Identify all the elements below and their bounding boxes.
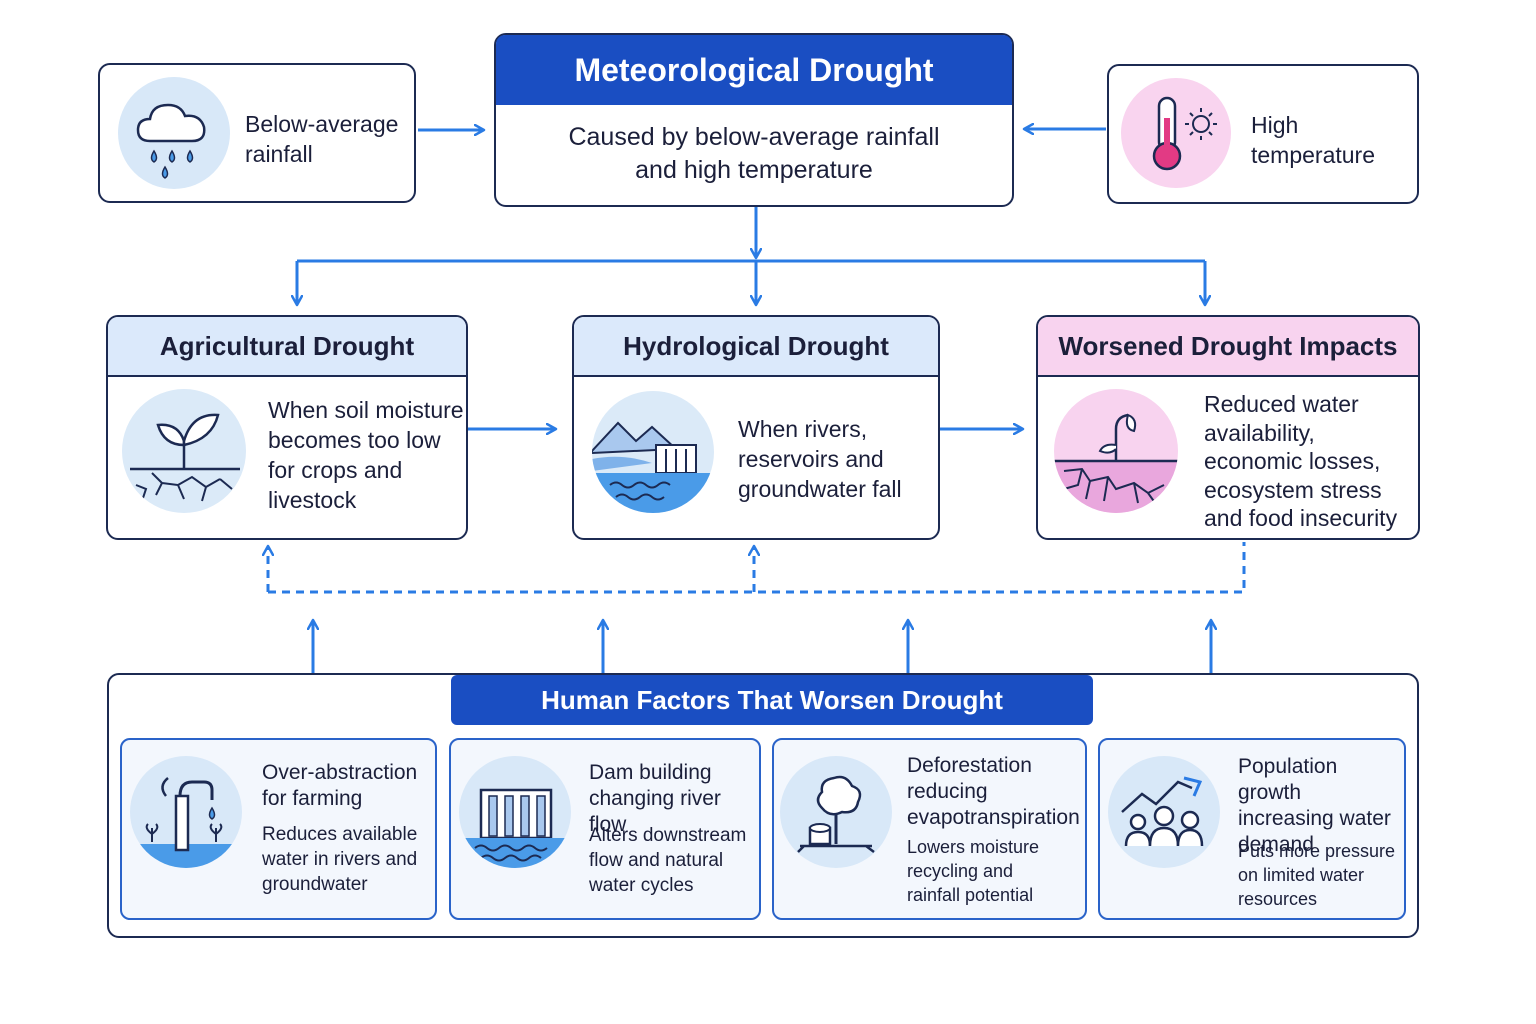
factor4-title-line3: demand (1238, 833, 1314, 856)
human-factors-title: Human Factors That Worsen Drought (451, 675, 1093, 725)
impacts-desc-line1: Reduced water (1204, 391, 1359, 417)
factor-card-population-growth: Population growth increasing water deman… (1098, 738, 1406, 920)
water-pump-icon (130, 756, 242, 868)
factor1-desc-line1: Reduces available (262, 824, 418, 845)
hydrological-drought-title: Hydrological Drought (574, 317, 938, 377)
thermometer-sun-icon (1121, 78, 1231, 188)
impacts-desc-line3: economic losses, (1204, 448, 1381, 474)
agricultural-desc-line1: When soil moisture (268, 397, 464, 423)
factor2-desc-line3: water cycles (589, 875, 694, 896)
factor1-title-line1: Over-abstraction (262, 761, 418, 784)
factor-card-over-abstraction: Over-abstraction for farming Reduces ava… (120, 738, 437, 920)
factor-card-deforestation: Deforestation reducing evapotranspiratio… (772, 738, 1087, 920)
agricultural-drought-title: Agricultural Drought (108, 317, 466, 377)
factor4-desc-line3: resources (1238, 889, 1318, 909)
meteorological-title: Meteorological Drought (496, 35, 1012, 105)
factor3-title-line3: evapotranspiration (907, 806, 1080, 829)
hydrological-desc-line3: groundwater fall (738, 476, 902, 502)
rainfall-label-line2: rainfall (245, 141, 313, 167)
factor2-title-line2: changing river flow (589, 787, 721, 836)
factor1-title-line2: for farming (262, 787, 363, 810)
impacts-desc-line4: ecosystem stress (1204, 476, 1382, 503)
population-growth-icon (1108, 756, 1220, 868)
temperature-label-line1: High (1251, 112, 1299, 138)
factor2-title-line1: Dam building (589, 761, 712, 784)
agricultural-desc-line4: livestock (268, 487, 357, 513)
factor3-desc-line1: Lowers moisture (907, 837, 1040, 857)
rain-cloud-icon (118, 77, 230, 189)
meteorological-drought-box: Meteorological Drought Caused by below-a… (494, 33, 1014, 207)
hydrological-drought-box: Hydrological Drought When rivers, reserv… (572, 315, 940, 540)
rainfall-label-line1: Below-average (245, 111, 399, 137)
impacts-desc-line5: and food insecurity (1204, 505, 1398, 531)
factor3-desc-line2: recycling and (907, 861, 1014, 881)
river-dam-icon (592, 391, 714, 513)
agricultural-desc-line2: becomes too low (268, 427, 441, 453)
hydrological-desc-line1: When rivers, (738, 416, 868, 442)
factor-card-dam-building: Dam building changing river flow Alters … (449, 738, 761, 920)
meteorological-desc-line1: Caused by below-average rainfall (568, 123, 940, 151)
factor3-desc-line3: rainfall potential (907, 885, 1034, 905)
worsened-impacts-box: Worsened Drought Impacts Reduced water a… (1036, 315, 1420, 540)
worsened-impacts-title: Worsened Drought Impacts (1038, 317, 1418, 377)
impacts-desc-line2: availability, (1204, 419, 1315, 446)
dam-icon (459, 756, 571, 868)
factor4-title-line2: increasing water (1238, 807, 1391, 830)
agricultural-desc-line3: for crops and (268, 457, 403, 483)
factor3-title-line1: Deforestation (907, 754, 1032, 777)
factor2-desc-line2: flow and natural (589, 850, 724, 871)
hydrological-desc-line2: reservoirs and (738, 446, 884, 472)
factor4-desc-line2: on limited water (1238, 865, 1365, 885)
rainfall-box: Below-average rainfall (98, 63, 416, 203)
factor4-desc-line1: Puts more pressure (1238, 841, 1396, 861)
factor1-desc-line2: water in rivers and (262, 849, 418, 870)
temperature-box: High temperature (1107, 64, 1419, 204)
agricultural-drought-box: Agricultural Drought When soil moisture … (106, 315, 468, 540)
tree-stump-icon (780, 756, 892, 868)
meteorological-desc-line2: and high temperature (635, 156, 873, 184)
factor3-title-line2: reducing (907, 780, 988, 803)
wilted-plant-icon (1054, 389, 1178, 513)
plant-cracked-soil-icon (122, 389, 246, 513)
temperature-label-line2: temperature (1251, 142, 1376, 168)
factor2-desc-line1: Alters downstream (589, 825, 747, 846)
factor1-desc-line3: groundwater (262, 874, 368, 895)
factor4-title-line1: Population growth (1238, 755, 1338, 804)
